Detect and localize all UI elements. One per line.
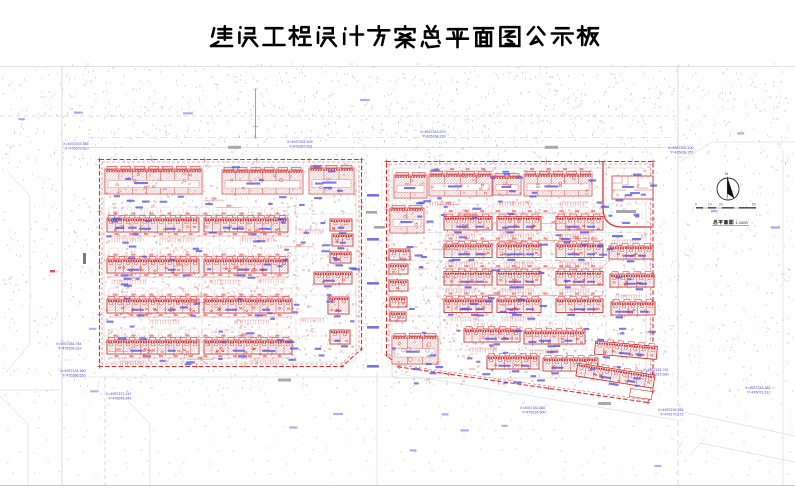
svg-text:X=4937343.579: X=4937343.579 xyxy=(420,130,445,134)
svg-text:X=4937215.382: X=4937215.382 xyxy=(745,386,770,390)
svg-text:X=4937182.882: X=4937182.882 xyxy=(520,406,545,410)
svg-text:Y=476164.239: Y=476164.239 xyxy=(422,135,445,139)
svg-text:Y=476071.511: Y=476071.511 xyxy=(747,391,770,395)
svg-text:0: 0 xyxy=(695,203,697,207)
svg-text:Y=476038.357: Y=476038.357 xyxy=(670,151,693,155)
svg-text:20: 20 xyxy=(719,203,723,207)
svg-text:X=4937134.160: X=4937134.160 xyxy=(60,369,85,373)
svg-text:1:1000: 1:1000 xyxy=(736,220,749,225)
svg-text:50: 50 xyxy=(752,203,756,207)
svg-text:Y=476179.172: Y=476179.172 xyxy=(660,413,683,417)
svg-text:Y=476386.520: Y=476386.520 xyxy=(62,374,85,378)
svg-text:X=4937253.100: X=4937253.100 xyxy=(668,146,693,150)
svg-text:N: N xyxy=(725,171,728,176)
svg-text:Y=476124.500: Y=476124.500 xyxy=(522,411,545,415)
svg-text:X=4937181.761: X=4937181.761 xyxy=(643,368,668,372)
svg-text:X=4937251.499: X=4937251.499 xyxy=(287,140,312,144)
svg-text:Y=476246.942: Y=476246.942 xyxy=(108,397,131,401)
svg-text:Y=476214.500: Y=476214.500 xyxy=(645,373,668,377)
svg-text:X=4937199.354: X=4937199.354 xyxy=(658,408,683,412)
svg-text:Y=476159.313: Y=476159.313 xyxy=(58,347,81,351)
svg-text:X=4937171.247: X=4937171.247 xyxy=(106,392,131,396)
svg-text:10: 10 xyxy=(708,203,712,207)
svg-text:X=4937203.385: X=4937203.385 xyxy=(63,142,88,146)
svg-text:Y=476025.510: Y=476025.510 xyxy=(65,147,88,151)
svg-text:Y=476267.531: Y=476267.531 xyxy=(289,145,312,149)
svg-text:X=4937384.784: X=4937384.784 xyxy=(56,342,81,346)
